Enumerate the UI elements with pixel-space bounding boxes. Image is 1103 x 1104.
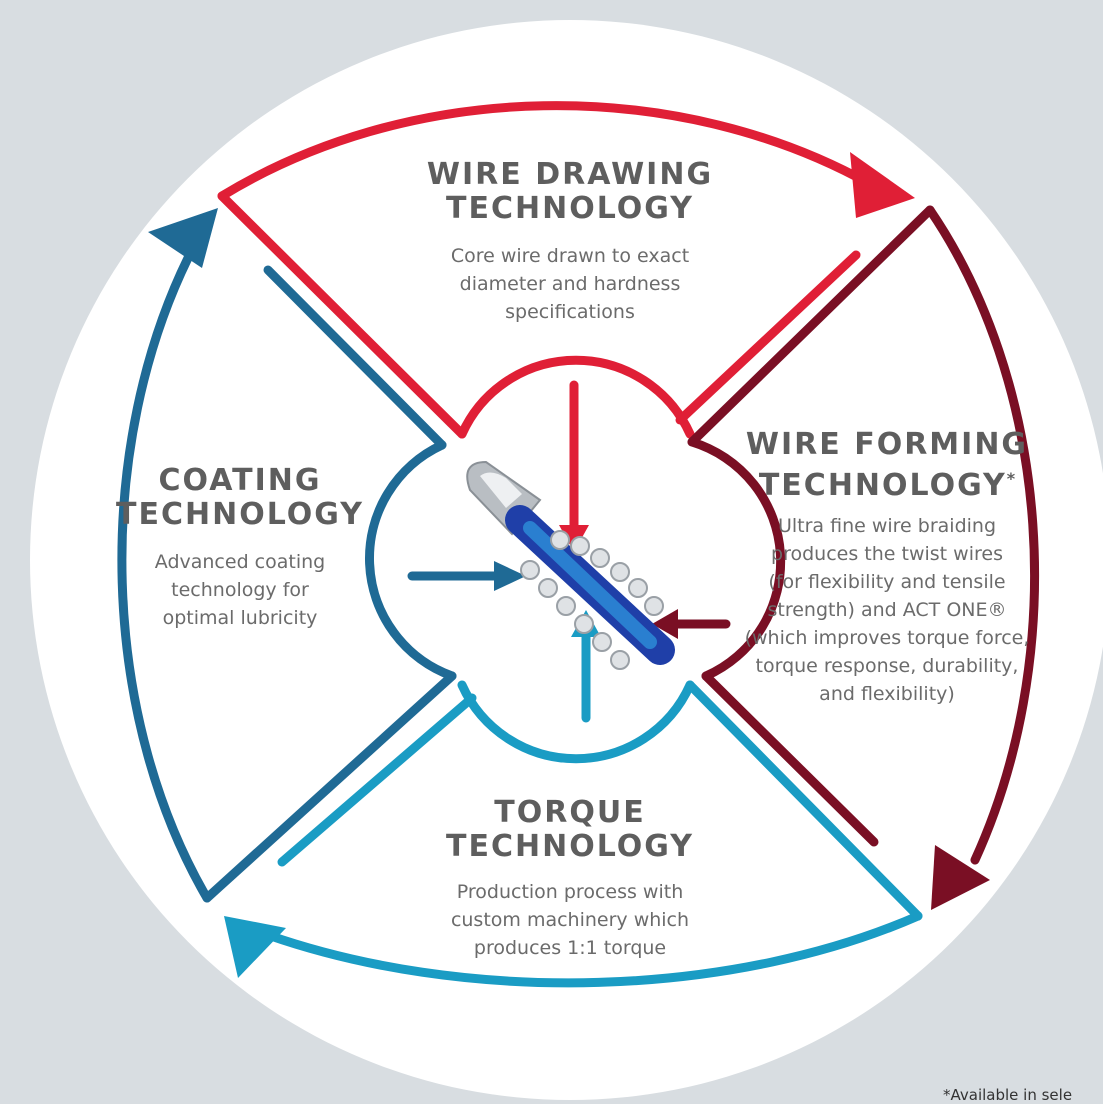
wire-drawing-description: Core wire drawn to exact diameter and ha… xyxy=(450,245,690,323)
wire-forming-arrowhead xyxy=(931,845,990,910)
coating-description: Advanced coating technology for optimal … xyxy=(154,551,326,629)
guidewire-tip-icon xyxy=(466,460,675,670)
footnote: *Available in sele xyxy=(943,1086,1073,1104)
wire-drawing-segment xyxy=(217,101,875,537)
wire-forming-segment xyxy=(671,205,1040,865)
torque-segment xyxy=(263,630,923,988)
wire-drawing-title: WIRE DRAWING TECHNOLOGY xyxy=(426,157,714,226)
coating-center-arrowhead xyxy=(494,561,526,591)
torque-description: Production process with custom machinery… xyxy=(450,881,690,959)
torque-title: TORQUE TECHNOLOGY xyxy=(446,795,694,864)
coating-arrowhead xyxy=(148,208,218,268)
wire-drawing-arrowhead xyxy=(850,152,915,218)
wire-forming-description: Ultra fine wire braiding produces the tw… xyxy=(744,515,1030,705)
wire-forming-center-arrowhead xyxy=(652,609,678,639)
torque-arrowhead xyxy=(224,916,286,978)
coating-title: COATING TECHNOLOGY xyxy=(116,463,364,532)
wire-forming-title: WIRE FORMING TECHNOLOGY* xyxy=(745,427,1029,503)
coating-segment xyxy=(117,253,501,903)
